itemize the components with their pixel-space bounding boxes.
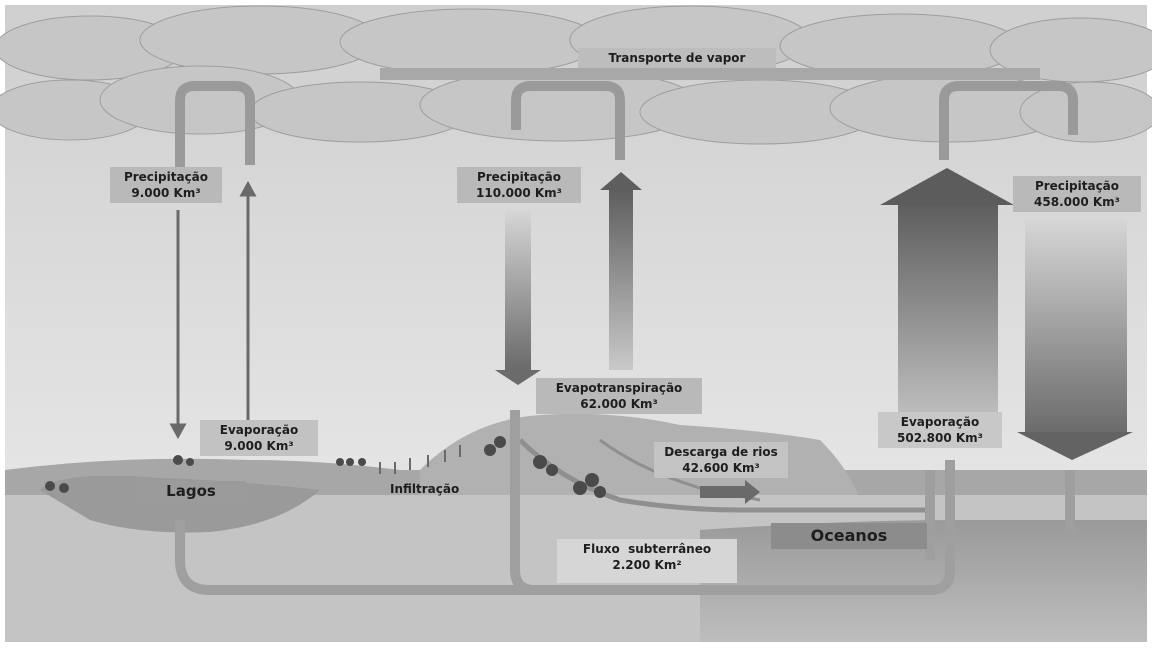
land-arrows bbox=[495, 172, 642, 385]
precipitation-lakes-value: 9.000 Km³ bbox=[131, 186, 201, 200]
lakes-text: Lagos bbox=[166, 482, 216, 500]
lake-shape bbox=[40, 475, 320, 533]
lakes-label: Lagos bbox=[136, 481, 246, 501]
groundwater-pipes bbox=[175, 410, 1075, 595]
precipitation-ocean-value: 458.000 Km³ bbox=[1034, 195, 1120, 209]
evaporation-ocean-value: 502.800 Km³ bbox=[897, 431, 983, 445]
groundwater-flow-value: 2.200 Km² bbox=[612, 558, 682, 572]
evaporation-lakes-title: Evaporação bbox=[219, 423, 299, 437]
groundwater-flow-title: Fluxo subterrâneo bbox=[582, 542, 712, 556]
precipitation-land-value: 110.000 Km³ bbox=[476, 186, 562, 200]
evapotranspiration-label: Evapotranspiração 62.000 Km³ bbox=[536, 378, 702, 414]
river-discharge-title: Descarga de rios bbox=[664, 445, 778, 459]
oceans-text: Oceanos bbox=[810, 526, 888, 545]
groundwater-flow-label: Fluxo subterrâneo 2.200 Km² bbox=[557, 539, 737, 583]
vapor-transport-band bbox=[380, 68, 1040, 80]
river-discharge-label: Descarga de rios 42.600 Km³ bbox=[654, 442, 788, 478]
evaporation-lakes-value: 9.000 Km³ bbox=[224, 439, 294, 453]
vapor-transport-label: Transporte de vapor bbox=[578, 48, 776, 68]
infiltration-text: Infiltração bbox=[390, 482, 460, 496]
ocean-arrows bbox=[880, 168, 1133, 460]
infiltration-label: Infiltração bbox=[390, 482, 459, 496]
oceans-label: Oceanos bbox=[771, 523, 927, 549]
evaporation-lakes-label: Evaporação 9.000 Km³ bbox=[200, 420, 318, 456]
evapotranspiration-title: Evapotranspiração bbox=[555, 381, 683, 395]
precipitation-land-title: Precipitação bbox=[476, 170, 562, 184]
evaporation-ocean-title: Evaporação bbox=[900, 415, 980, 429]
river-discharge-value: 42.600 Km³ bbox=[682, 461, 760, 475]
evapotranspiration-value: 62.000 Km³ bbox=[580, 397, 658, 411]
precipitation-lakes-title: Precipitação bbox=[123, 170, 209, 184]
cloud-loops bbox=[175, 81, 1078, 170]
precipitation-ocean-title: Precipitação bbox=[1034, 179, 1120, 193]
precipitation-land-label: Precipitação 110.000 Km³ bbox=[457, 167, 581, 203]
precipitation-lakes-label: Precipitação 9.000 Km³ bbox=[110, 167, 222, 203]
lake-arrows bbox=[169, 180, 257, 445]
discharge-arrow bbox=[700, 480, 760, 504]
evaporation-ocean-label: Evaporação 502.800 Km³ bbox=[878, 412, 1002, 448]
infiltration-arrows bbox=[379, 445, 461, 474]
vapor-transport-text: Transporte de vapor bbox=[608, 51, 746, 65]
precipitation-ocean-label: Precipitação 458.000 Km³ bbox=[1013, 176, 1141, 212]
